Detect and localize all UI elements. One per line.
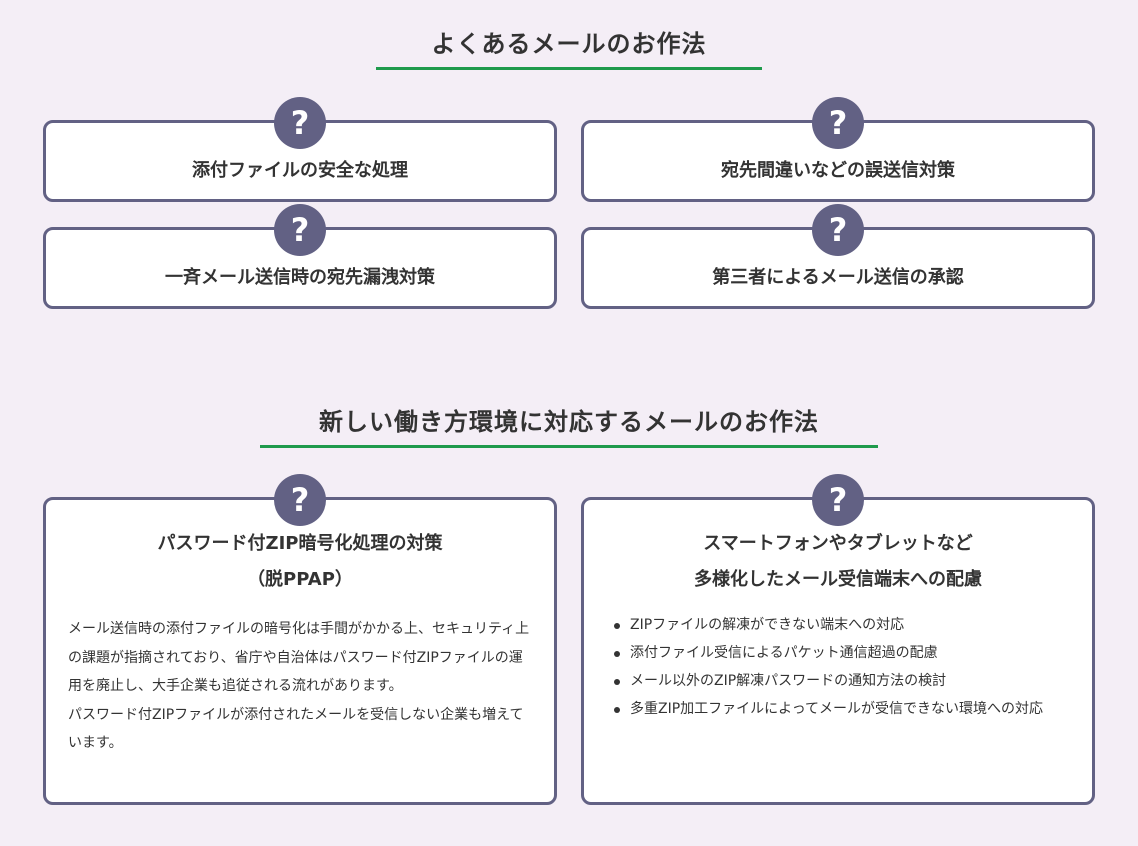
question-icon: ? (812, 97, 864, 149)
title-underline (376, 67, 762, 70)
list-item: メール以外のZIP解凍パスワードの通知方法の検討 (610, 669, 1074, 694)
card-label: 一斉メール送信時の宛先漏洩対策 (165, 267, 435, 288)
list-item: ZIPファイルの解凍ができない端末への対応 (610, 613, 1074, 638)
card-paragraph: メール送信時の添付ファイルの暗号化は手間がかかる上、セキュリティ上の課題が指摘さ… (68, 621, 530, 695)
card-title-line1: パスワード付ZIP暗号化処理の対策 (157, 533, 443, 554)
list-item: 添付ファイル受信によるパケット通信超過の配慮 (610, 641, 1074, 666)
question-icon: ? (274, 474, 326, 526)
card-title-line2: （脱PPAP） (247, 569, 353, 590)
list-item: 多重ZIP加工ファイルによってメールが受信できない環境への対応 (610, 697, 1074, 722)
card-label: 添付ファイルの安全な処理 (192, 160, 408, 181)
card-label: 宛先間違いなどの誤送信対策 (721, 160, 955, 181)
card-label: 第三者によるメール送信の承認 (712, 267, 964, 288)
question-icon: ? (274, 97, 326, 149)
card-misdelivery: 宛先間違いなどの誤送信対策 (581, 120, 1095, 202)
section-title-new-work-style: 新しい働き方環境に対応するメールのお作法 (319, 408, 819, 436)
section-title-common-manners: よくあるメールのお作法 (431, 30, 707, 58)
card-body: メール送信時の添付ファイルの暗号化は手間がかかる上、セキュリティ上の課題が指摘さ… (68, 615, 532, 758)
bullet-list: ZIPファイルの解凍ができない端末への対応 添付ファイル受信によるパケット通信超… (610, 613, 1074, 725)
card-mobile-devices: スマートフォンやタブレットなど 多様化したメール受信端末への配慮 ZIPファイル… (581, 497, 1095, 805)
question-icon: ? (274, 204, 326, 256)
card-title-line2: 多様化したメール受信端末への配慮 (694, 569, 982, 590)
card-paragraph: パスワード付ZIPファイルが添付されたメールを受信しない企業も増えています。 (68, 706, 524, 752)
question-icon: ? (812, 204, 864, 256)
card-ppap: パスワード付ZIP暗号化処理の対策 （脱PPAP） メール送信時の添付ファイルの… (43, 497, 557, 805)
question-icon: ? (812, 474, 864, 526)
card-title-line1: スマートフォンやタブレットなど (703, 533, 973, 554)
title-underline (260, 445, 878, 448)
